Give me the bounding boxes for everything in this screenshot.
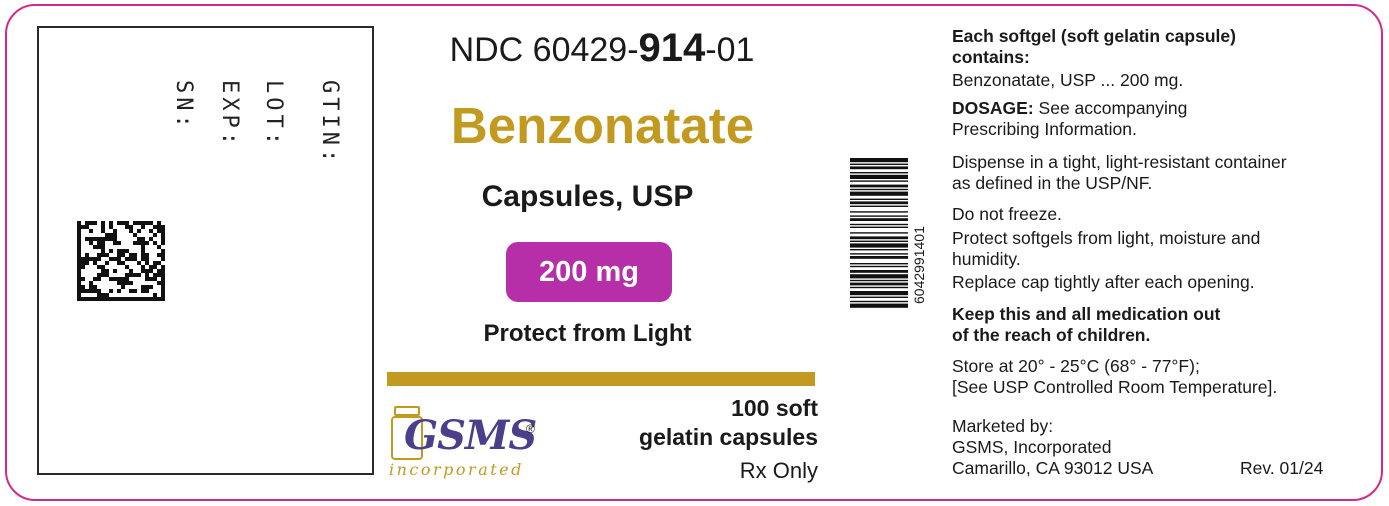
logo-wordmark: GSMS: [404, 412, 537, 459]
freeze-warning: Do not freeze.: [952, 204, 1062, 224]
contains-value: Benzonatate, USP ... 200 mg.: [952, 70, 1184, 90]
storage-info: Store at 20° - 25°C (68° - 77°F);[See US…: [952, 356, 1278, 397]
registered-mark: ®: [526, 422, 535, 436]
protect-from-light: Protect from Light: [483, 320, 692, 347]
label-border: [5, 4, 1383, 501]
logo-subtitle: incorporated: [389, 460, 524, 479]
dosage-form: Capsules, USP: [481, 180, 694, 213]
count-line-1: 100 soft: [731, 395, 818, 421]
gtin-field: GTIN:: [317, 80, 342, 167]
capsule-count: 100 soft gelatin capsules: [575, 394, 818, 452]
divider-rule: [387, 372, 815, 386]
sn-field: SN:: [171, 80, 196, 132]
barcode-digits: 6042991401: [911, 226, 927, 304]
contains-heading: Each softgel (soft gelatin capsule)conta…: [952, 26, 1236, 67]
lot-info-box: GTIN: LOT: EXP: SN:: [37, 26, 374, 475]
exp-field: EXP:: [217, 80, 242, 149]
bottle-icon: [391, 406, 423, 460]
ndc-number: NDC 60429-914-01: [449, 26, 755, 70]
count-line-2: gelatin capsules: [639, 424, 818, 450]
strength-badge: 200 mg: [506, 242, 672, 302]
replace-cap: Replace cap tightly after each opening.: [952, 272, 1255, 292]
dispense-info: Dispense in a tight, light-resistant con…: [952, 152, 1287, 193]
drug-name: Benzonatate: [450, 97, 755, 154]
datamatrix-code: [77, 221, 165, 301]
lot-field: LOT:: [261, 80, 286, 149]
revision: Rev. 01/24: [1240, 458, 1324, 478]
gsms-logo: GSMS ® incorporated: [386, 400, 556, 482]
barcode: [850, 158, 908, 308]
protect-info: Protect softgels from light, moisture an…: [952, 228, 1261, 269]
rx-only: Rx Only: [739, 458, 818, 483]
